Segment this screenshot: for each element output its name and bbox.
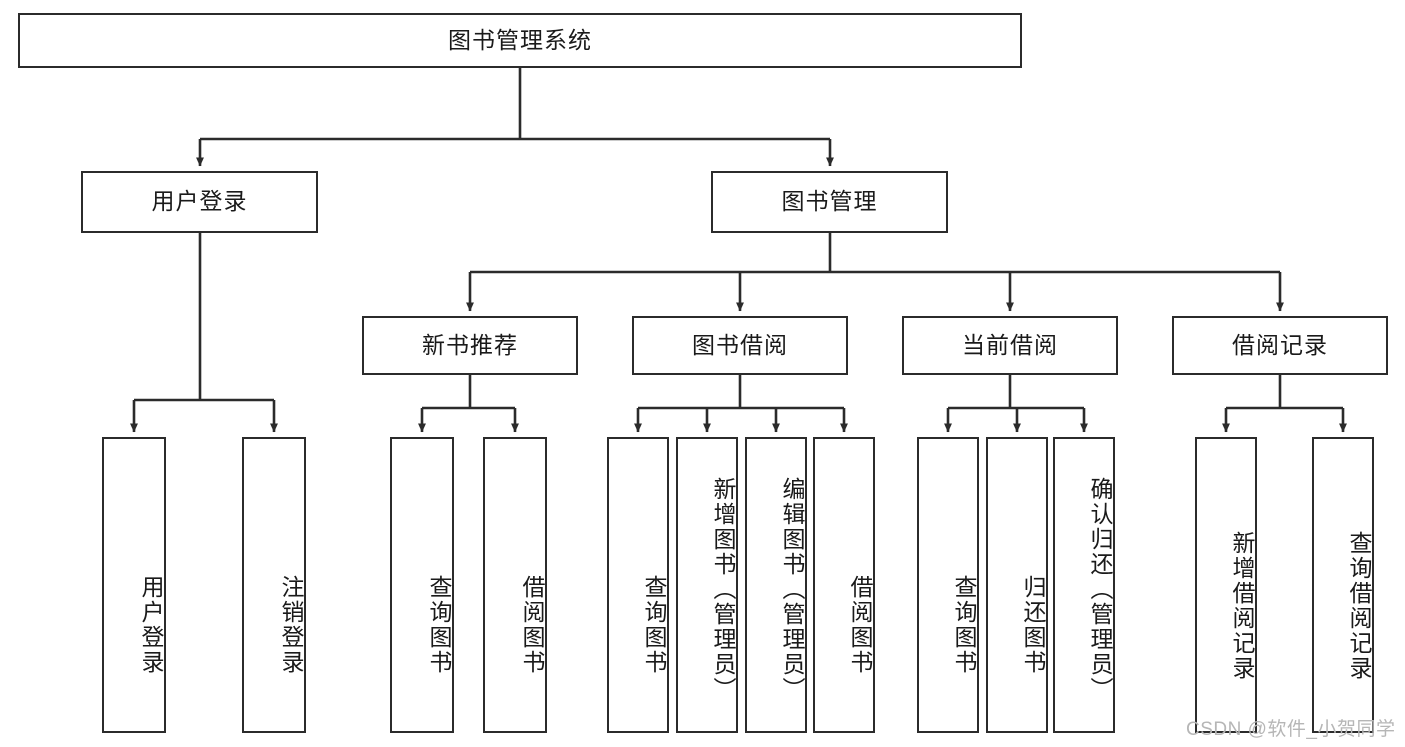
node-leaf-query-book-1[interactable]: 查询图书 [390,437,454,733]
node-leaf-query-book-3-label: 查询图书 [951,575,977,675]
node-root-label: 图书管理系统 [448,26,592,53]
node-leaf-borrow-book-1[interactable]: 借阅图书 [483,437,547,733]
node-leaf-borrow-book-2-label: 借阅图书 [847,575,873,675]
node-leaf-add-record-label: 新增借阅记录 [1229,531,1255,681]
node-leaf-borrow-book-1-label: 借阅图书 [519,575,545,675]
node-borrow-record[interactable]: 借阅记录 [1172,316,1388,375]
node-user-login[interactable]: 用户登录 [81,171,318,233]
node-leaf-add-book-label: 新增图书（管理员） [710,476,736,702]
node-new-book-rec-label: 新书推荐 [422,331,518,358]
node-leaf-user-login-label: 用户登录 [138,575,164,675]
node-leaf-logout[interactable]: 注销登录 [242,437,306,733]
node-leaf-user-login[interactable]: 用户登录 [102,437,166,733]
node-leaf-add-record[interactable]: 新增借阅记录 [1195,437,1257,733]
node-new-book-rec[interactable]: 新书推荐 [362,316,578,375]
node-current-borrow-label: 当前借阅 [962,331,1058,358]
node-borrow-record-label: 借阅记录 [1232,331,1328,358]
node-leaf-edit-book[interactable]: 编辑图书（管理员） [745,437,807,733]
node-leaf-query-record-label: 查询借阅记录 [1346,531,1372,681]
node-leaf-edit-book-label: 编辑图书（管理员） [779,476,805,702]
node-leaf-borrow-book-2[interactable]: 借阅图书 [813,437,875,733]
node-leaf-query-book-2[interactable]: 查询图书 [607,437,669,733]
node-leaf-return-book-label: 归还图书 [1020,575,1046,675]
node-leaf-return-book[interactable]: 归还图书 [986,437,1048,733]
node-leaf-confirm-return-label: 确认归还（管理员） [1087,476,1113,702]
csdn-watermark: CSDN @软件_小贺同学 [1186,719,1396,740]
node-leaf-confirm-return[interactable]: 确认归还（管理员） [1053,437,1115,733]
node-leaf-query-record[interactable]: 查询借阅记录 [1312,437,1374,733]
node-book-manage-label: 图书管理 [781,188,878,215]
node-leaf-query-book-3[interactable]: 查询图书 [917,437,979,733]
node-leaf-query-book-1-label: 查询图书 [426,575,452,675]
node-leaf-logout-label: 注销登录 [278,575,304,675]
node-root[interactable]: 图书管理系统 [18,13,1022,68]
node-book-borrow[interactable]: 图书借阅 [632,316,848,375]
node-book-manage[interactable]: 图书管理 [711,171,948,233]
node-leaf-add-book[interactable]: 新增图书（管理员） [676,437,738,733]
node-leaf-query-book-2-label: 查询图书 [641,575,667,675]
node-current-borrow[interactable]: 当前借阅 [902,316,1118,375]
node-book-borrow-label: 图书借阅 [692,331,788,358]
node-user-login-label: 用户登录 [151,188,248,215]
